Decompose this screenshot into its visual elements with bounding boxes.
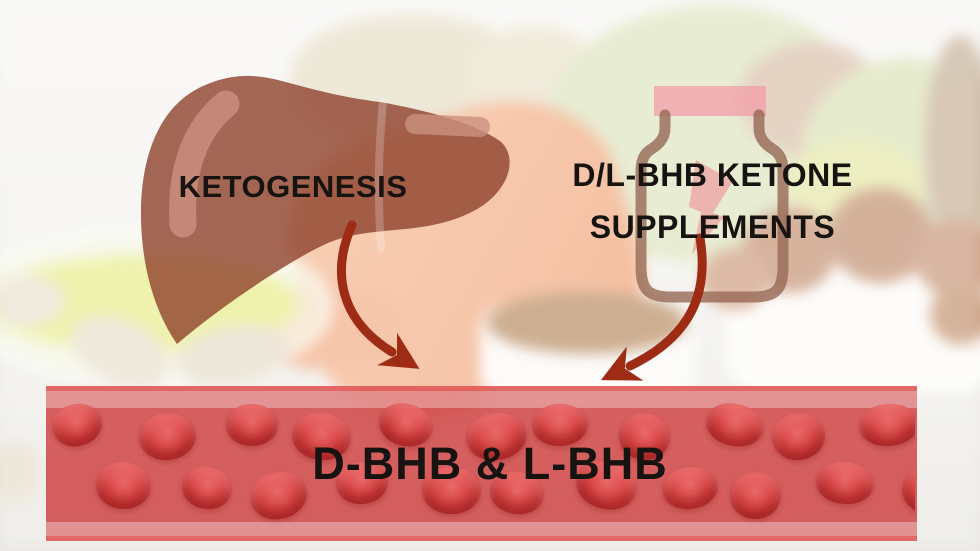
supplements-label-line1: D/L-BHB KETONE: [572, 157, 853, 193]
arrow-supplements-to-blood: [600, 233, 707, 381]
bottle-outline: [635, 109, 789, 303]
liver-icon: [140, 75, 510, 345]
ketogenesis-label: KETOGENESIS: [178, 169, 408, 204]
bottle-cap: [654, 86, 766, 116]
supplements-label-line2: SUPPLEMENTS: [589, 209, 836, 245]
supplements-label: D/L-BHB KETONE SUPPLEMENTS: [545, 149, 880, 253]
dropper-liquid: [689, 160, 733, 254]
arrow-ketogenesis-to-blood: [337, 220, 420, 369]
bg-avocado-skin: [925, 35, 980, 255]
vessel-wall-top-edge: [46, 386, 917, 391]
blood-vessel-band: [46, 386, 917, 541]
liver-highlight: [169, 90, 240, 238]
blood-cells: [48, 394, 915, 531]
bg-hazelnut-5: [930, 285, 980, 345]
liver-highlight-2: [405, 114, 490, 137]
red-blood-cell: [422, 467, 481, 514]
bg-almond-3: [0, 275, 65, 327]
blood-band-label: D-BHB & L-BHB: [312, 438, 668, 489]
vessel-wall-bottom-edge: [46, 536, 917, 541]
bg-almond-4: [0, 440, 40, 505]
supplement-bottle-icon: [635, 86, 789, 303]
vessel-wall-top: [46, 391, 917, 408]
vessel-wall-bottom: [46, 522, 917, 536]
bg-hazelnut-3: [915, 220, 980, 298]
bg-flaxseed: [487, 292, 687, 354]
